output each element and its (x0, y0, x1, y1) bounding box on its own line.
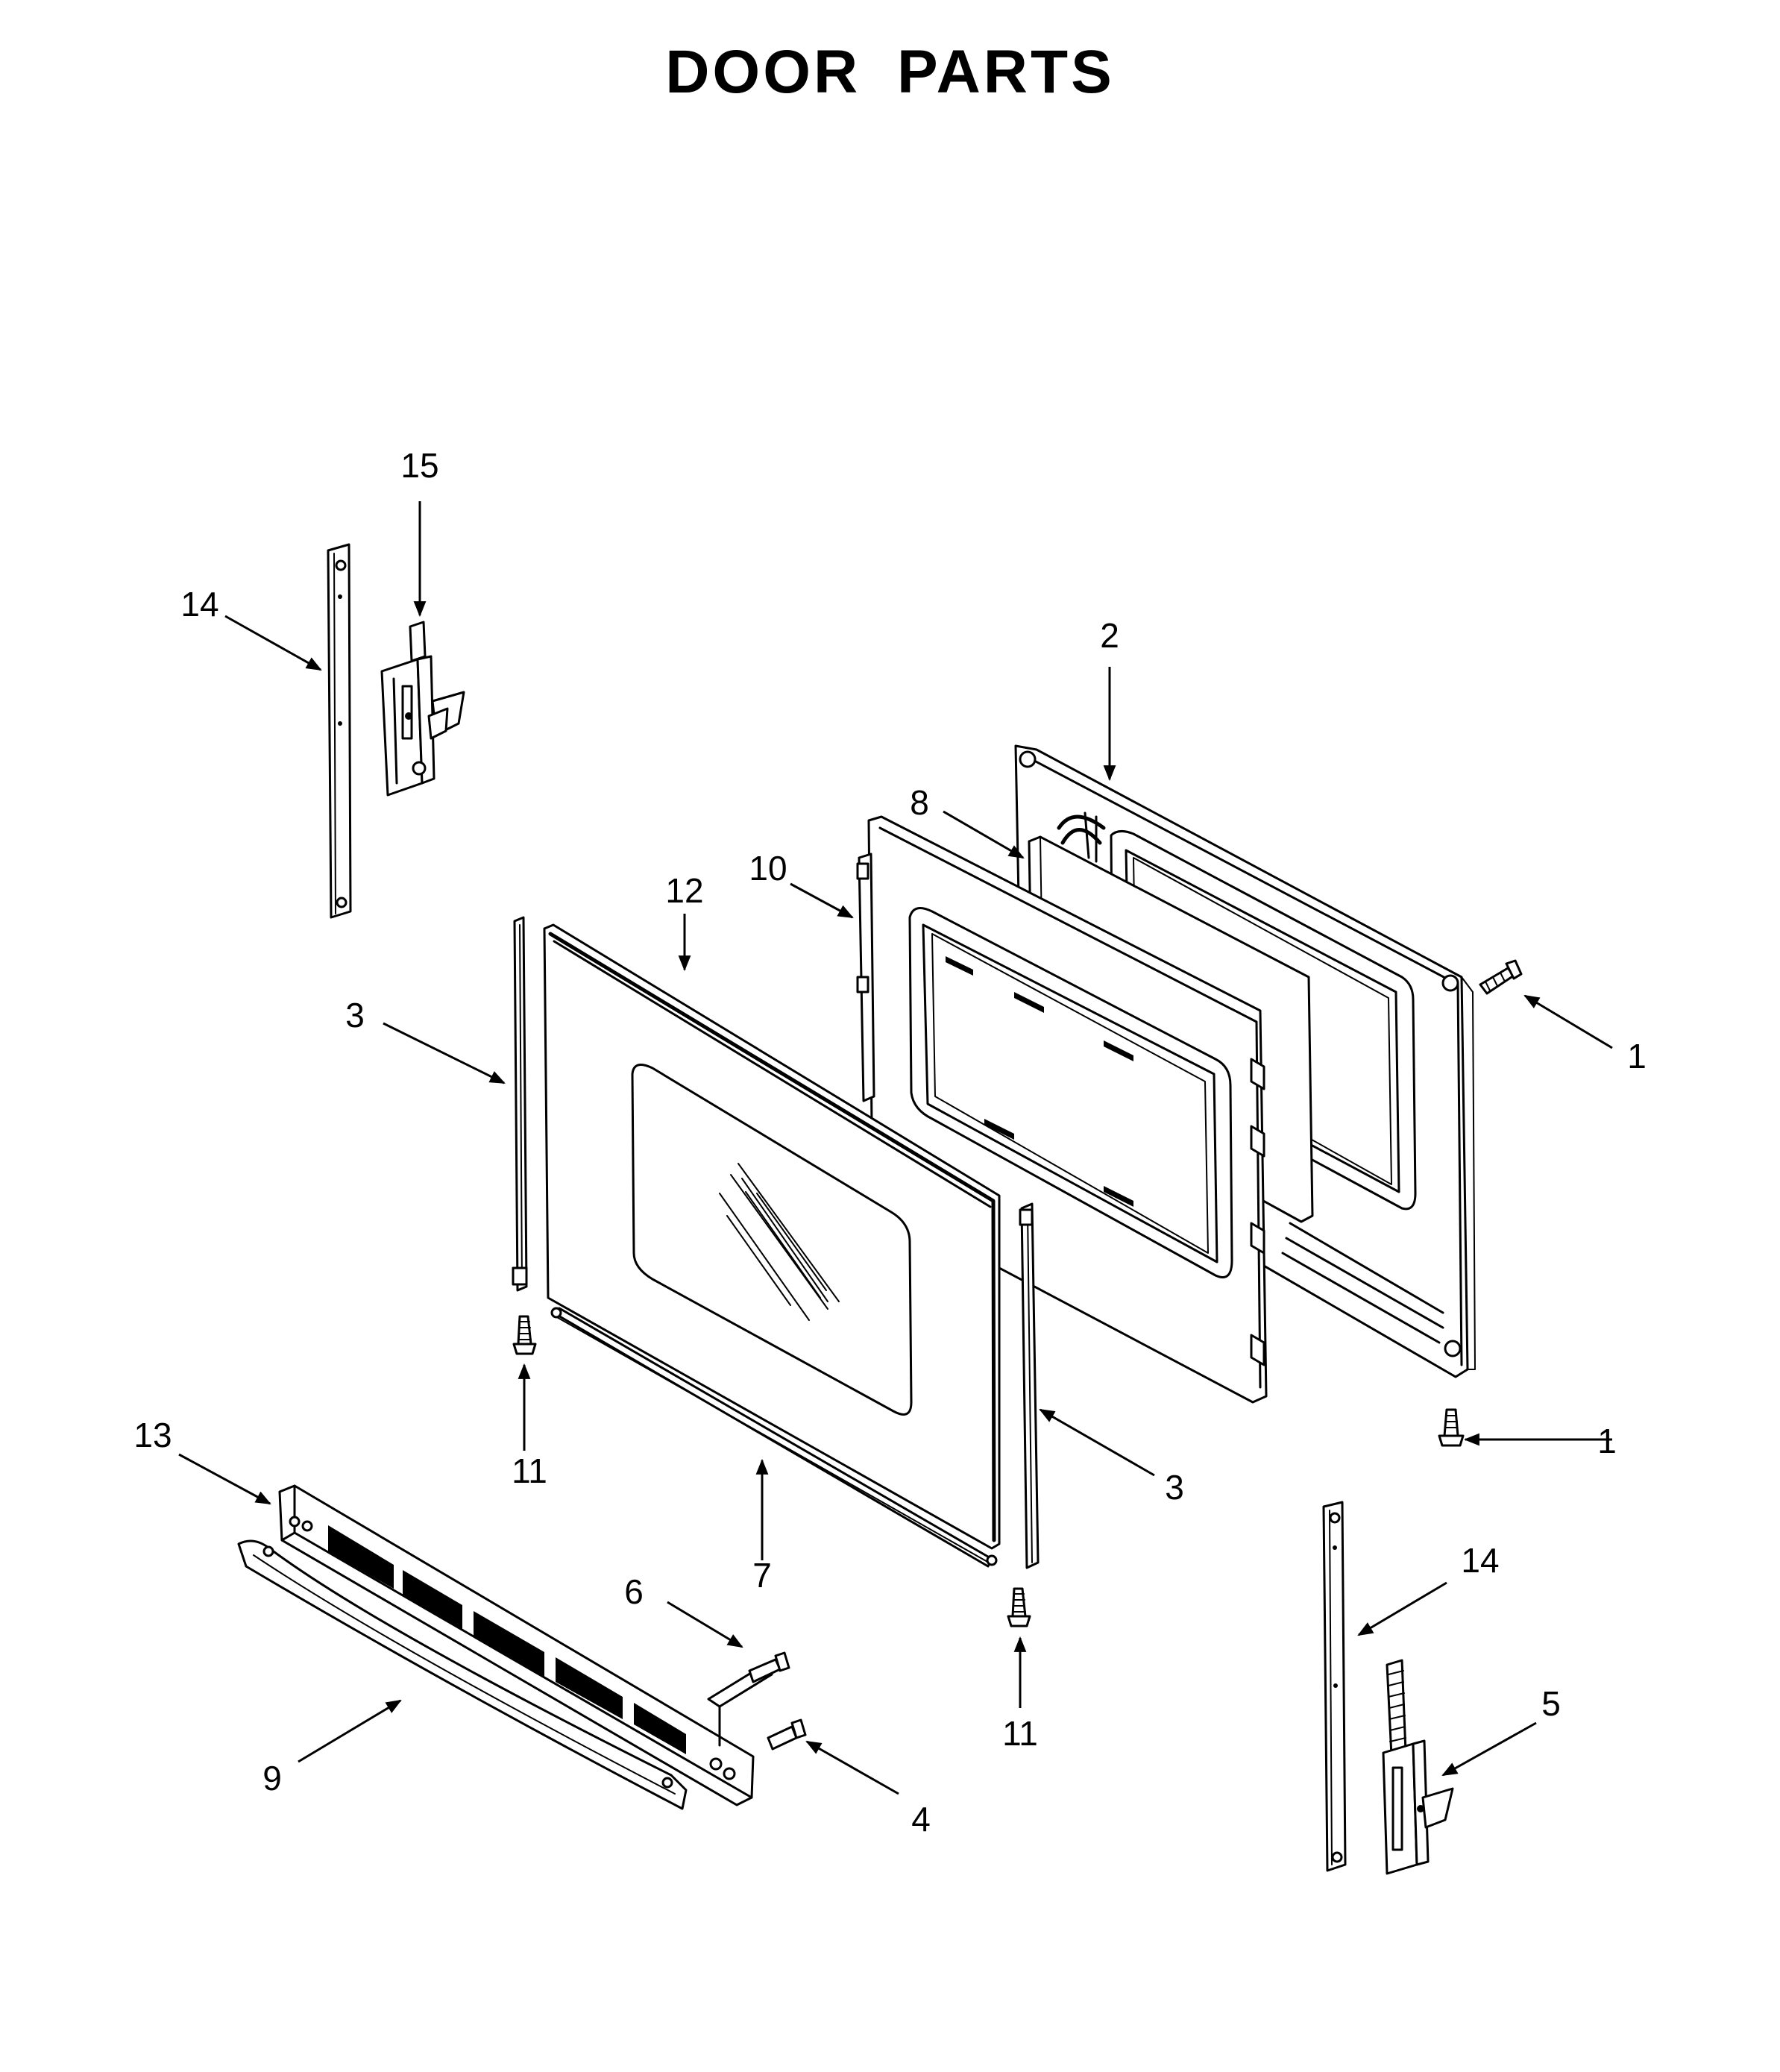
screw-6 (748, 1651, 790, 1683)
hinge-receptacle-left (327, 543, 352, 919)
callout-12: 12 (665, 871, 703, 910)
screw-11-left (512, 1315, 537, 1355)
screw-4 (767, 1718, 807, 1751)
callout-7: 7 (752, 1556, 772, 1595)
leader-lines (178, 501, 1613, 1795)
callout-14-left: 14 (180, 585, 218, 624)
hinge-right (1382, 1659, 1454, 1875)
hinge-receptacle-right (1322, 1501, 1347, 1872)
hinge-left (380, 621, 465, 797)
page-title: DOOR PARTS (665, 38, 1115, 106)
door-trim-right (1019, 1202, 1040, 1569)
callout-1-top: 1 (1627, 1037, 1647, 1076)
callout-8: 8 (910, 783, 929, 822)
callout-14-right: 14 (1461, 1541, 1499, 1580)
callout-1-bottom: 1 (1597, 1422, 1617, 1460)
door-vent-trim (278, 1484, 773, 1806)
callout-9: 9 (262, 1759, 282, 1798)
callout-labels: 15 14 2 8 10 12 3 1 1 3 7 11 11 13 6 4 9… (133, 446, 1646, 1839)
callout-15: 15 (400, 446, 438, 485)
door-trim-left (512, 916, 528, 1292)
callout-6: 6 (624, 1572, 644, 1611)
callout-11-left: 11 (512, 1451, 547, 1490)
door-handle (237, 1539, 688, 1810)
callout-13: 13 (133, 1416, 172, 1454)
outer-door-glass (543, 923, 1001, 1550)
screw-1-top (1479, 959, 1523, 995)
callout-5: 5 (1541, 1684, 1561, 1723)
screw-11-right (1007, 1587, 1031, 1627)
callout-4: 4 (911, 1800, 931, 1839)
callout-2: 2 (1100, 616, 1119, 655)
callout-3-left: 3 (345, 996, 365, 1035)
callout-3-right: 3 (1165, 1468, 1184, 1507)
callout-11-right: 11 (1002, 1714, 1038, 1753)
callout-10: 10 (749, 849, 787, 888)
window-frame (856, 815, 1268, 1404)
screw-1-bottom (1438, 1408, 1465, 1447)
door-bottom-trim (550, 1307, 998, 1568)
